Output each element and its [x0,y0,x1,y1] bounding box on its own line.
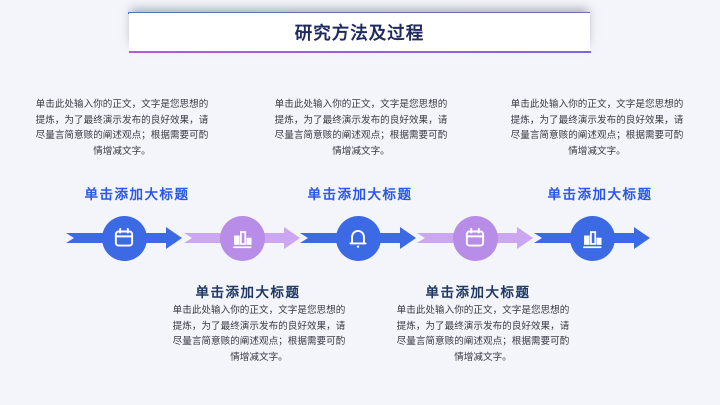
bar-chart-icon [583,231,602,249]
page-title: 研究方法及过程 [294,23,425,43]
top-block-2-body: 单击此处输入你的正文，文字是您思想的提炼，为了最终演示发布的良好效果，请尽量言简… [274,99,448,157]
timeline-step-4-circle [452,215,498,261]
timeline-step-1 [66,215,182,261]
top-block-1-body: 单击此处输入你的正文，文字是您思想的提炼，为了最终演示发布的良好效果，请尽量言简… [35,99,209,157]
bar-chart-icon [233,231,252,249]
process-timeline [0,215,720,261]
timeline-step-3 [300,215,416,261]
top-block-3-heading: 单击添加大标题 [547,187,653,202]
bell-icon [349,229,367,248]
bottom-block-1-body: 单击此处输入你的正文，文字是您思想的提炼，为了最终演示发布的良好效果，请尽量言简… [172,305,346,363]
calendar-icon [114,227,134,247]
top-block-3-body: 单击此处输入你的正文，文字是您思想的提炼，为了最终演示发布的良好效果，请尽量言简… [510,99,684,157]
header-bottom-line [129,51,591,53]
bottom-block-2-heading: 单击添加大标题 [425,285,531,300]
header-band: 研究方法及过程 [129,13,590,52]
timeline-step-5 [534,215,650,261]
timeline-step-2-circle [219,215,265,261]
top-block-1-heading: 单击添加大标题 [84,187,190,202]
bottom-block-2-body: 单击此处输入你的正文，文字是您思想的提炼，为了最终演示发布的良好效果，请尽量言简… [396,305,570,363]
top-block-2-heading: 单击添加大标题 [307,187,413,202]
timeline-step-5-circle [569,215,615,261]
bottom-block-1-heading: 单击添加大标题 [195,285,301,300]
timeline-step-2 [184,215,300,261]
timeline-step-1-circle [101,215,147,261]
timeline-step-3-circle [335,215,381,261]
timeline-step-4 [417,215,533,261]
calendar-icon [465,227,485,247]
